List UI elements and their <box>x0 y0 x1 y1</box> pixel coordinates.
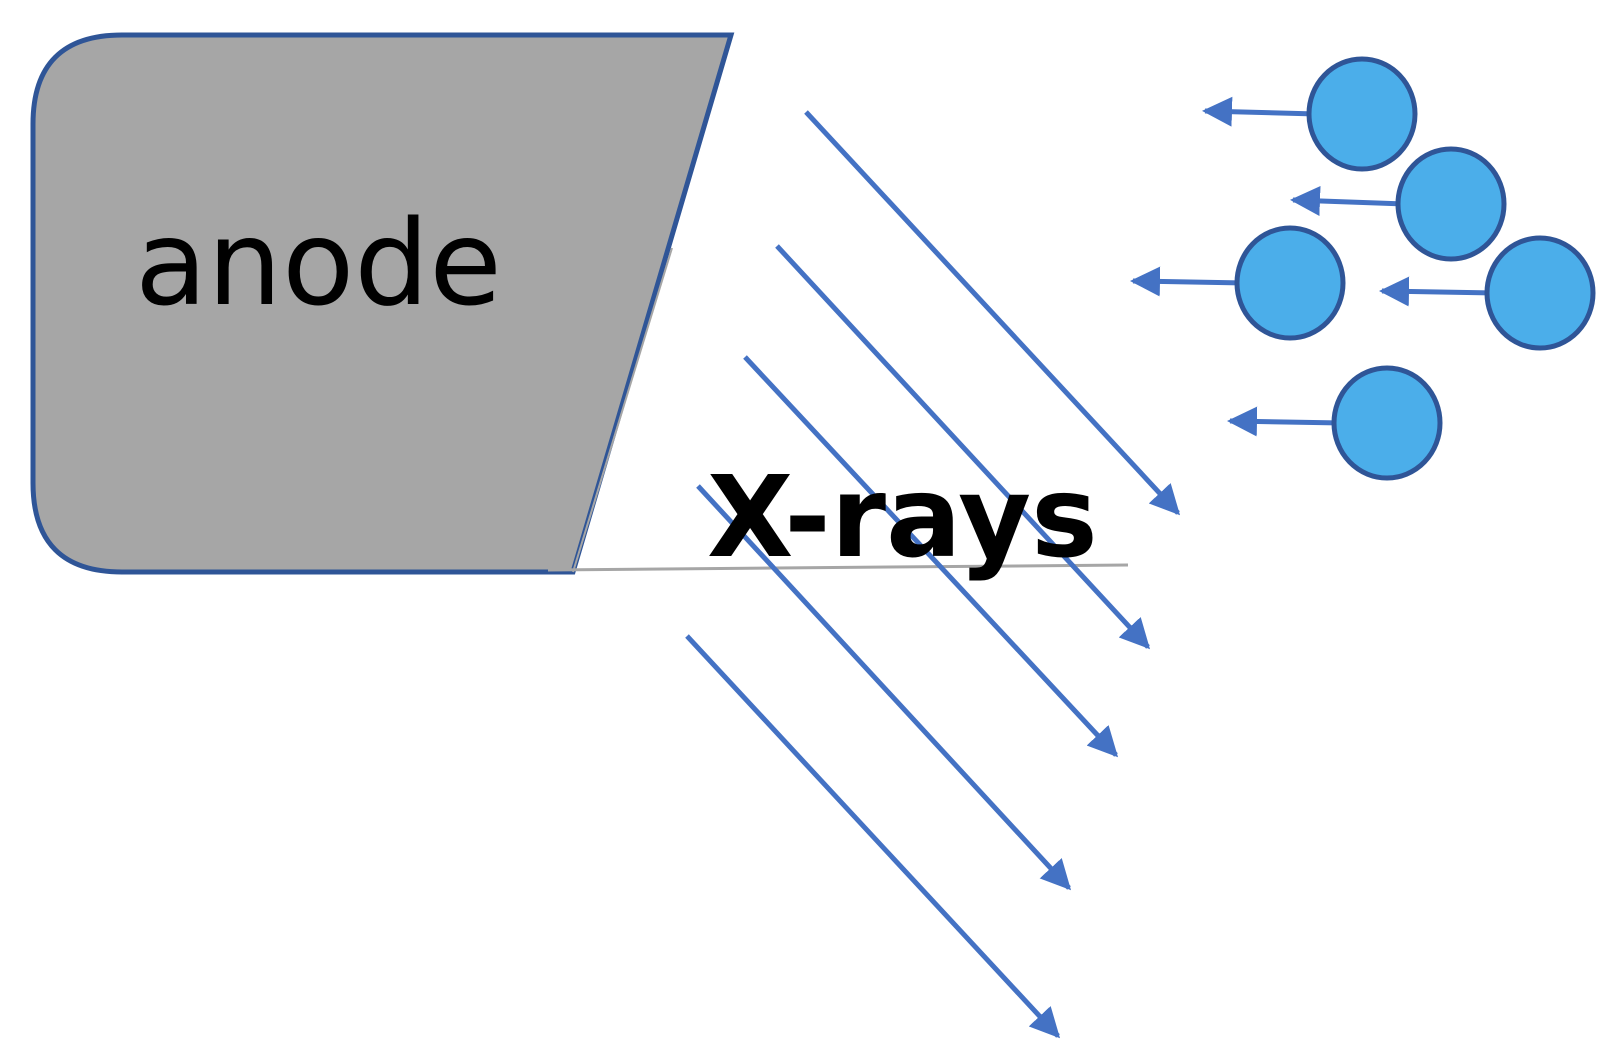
reference-line <box>547 563 1129 572</box>
electron <box>1290 146 1507 262</box>
electron <box>1379 235 1596 351</box>
xray-arrow <box>775 244 1151 650</box>
xray-arrows <box>685 110 1181 1039</box>
anode: anode <box>30 32 735 575</box>
electrons <box>1130 56 1596 481</box>
electron-circle <box>1484 235 1596 351</box>
electron-arrow <box>1202 96 1318 127</box>
xray-arrow <box>685 634 1061 1039</box>
electron-circle <box>1306 56 1418 172</box>
electron-arrow <box>1227 406 1343 437</box>
electron <box>1227 365 1443 481</box>
anode-face-highlight <box>572 247 673 573</box>
xray-arrow <box>696 484 1072 891</box>
electron-circle <box>1234 225 1346 341</box>
electron-circle <box>1331 365 1443 481</box>
electron-arrow <box>1290 185 1407 216</box>
electron <box>1130 225 1346 341</box>
electron <box>1202 56 1418 172</box>
anode-body <box>30 32 735 575</box>
electron-arrow <box>1379 276 1496 307</box>
electron-circle <box>1395 146 1507 262</box>
xrays-label: X-rays <box>707 453 1098 583</box>
xray-arrow <box>804 110 1181 516</box>
xray-arrow <box>743 355 1119 758</box>
electron-arrow <box>1130 266 1246 297</box>
anode-label: anode <box>135 194 502 332</box>
